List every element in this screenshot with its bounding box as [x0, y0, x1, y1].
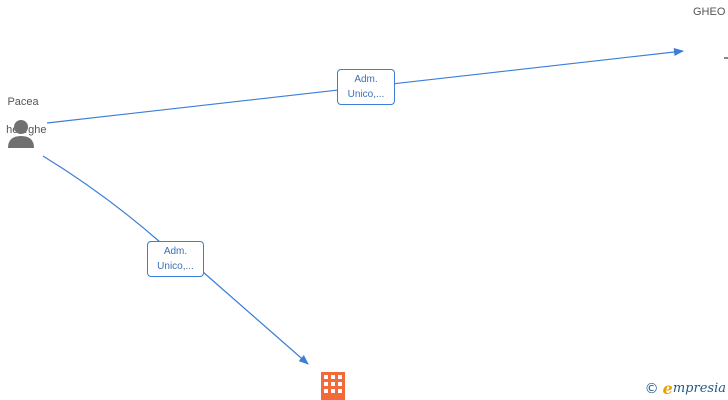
- top-right-node-name[interactable]: GHEO: [693, 6, 726, 18]
- edge-label-bottom-line2: Unico,...: [157, 261, 194, 272]
- top-right-node-marker: [724, 57, 728, 59]
- person-icon[interactable]: [6, 118, 36, 150]
- edge-label-top-line2: Unico,...: [347, 89, 385, 100]
- brand-name: mpresia: [672, 381, 726, 396]
- person-name-line1: Pacea: [7, 96, 39, 108]
- copyright-icon: ©: [644, 380, 659, 397]
- company-building-icon[interactable]: [321, 372, 345, 400]
- edge-person-to-company[interactable]: [42, 155, 308, 364]
- edge-label-top[interactable]: Adm. Unico,...: [337, 69, 395, 105]
- edge-label-bottom-line1: Adm.: [163, 246, 188, 257]
- edge-label-bottom[interactable]: Adm. Unico,...: [147, 241, 204, 277]
- brand-initial: e: [662, 379, 673, 398]
- edge-label-top-line1: Adm.: [354, 74, 378, 85]
